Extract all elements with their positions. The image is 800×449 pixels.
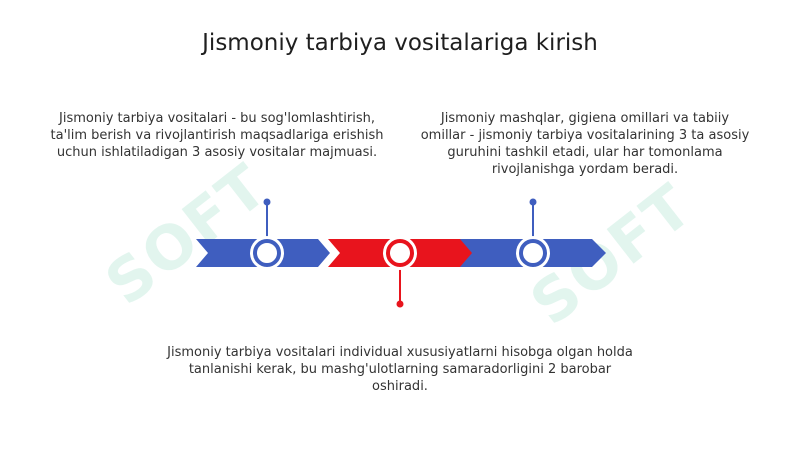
connector-dot-bottom bbox=[396, 300, 404, 308]
timeline-marker-2-ring bbox=[386, 239, 414, 267]
description-left: Jismoniy tarbiya vositalari - bu sog'lom… bbox=[50, 111, 384, 160]
page-title: Jismoniy tarbiya vositalariga kirish bbox=[202, 30, 598, 56]
timeline-marker-1-ring bbox=[253, 239, 281, 267]
connector-dot-left bbox=[263, 198, 271, 206]
description-right: Jismoniy mashqlar, gigiena omillari va t… bbox=[420, 111, 750, 177]
description-bottom: Jismoniy tarbiya vositalari individual x… bbox=[167, 345, 633, 394]
timeline-marker-3-ring bbox=[519, 239, 547, 267]
connector-dot-right bbox=[529, 198, 537, 206]
